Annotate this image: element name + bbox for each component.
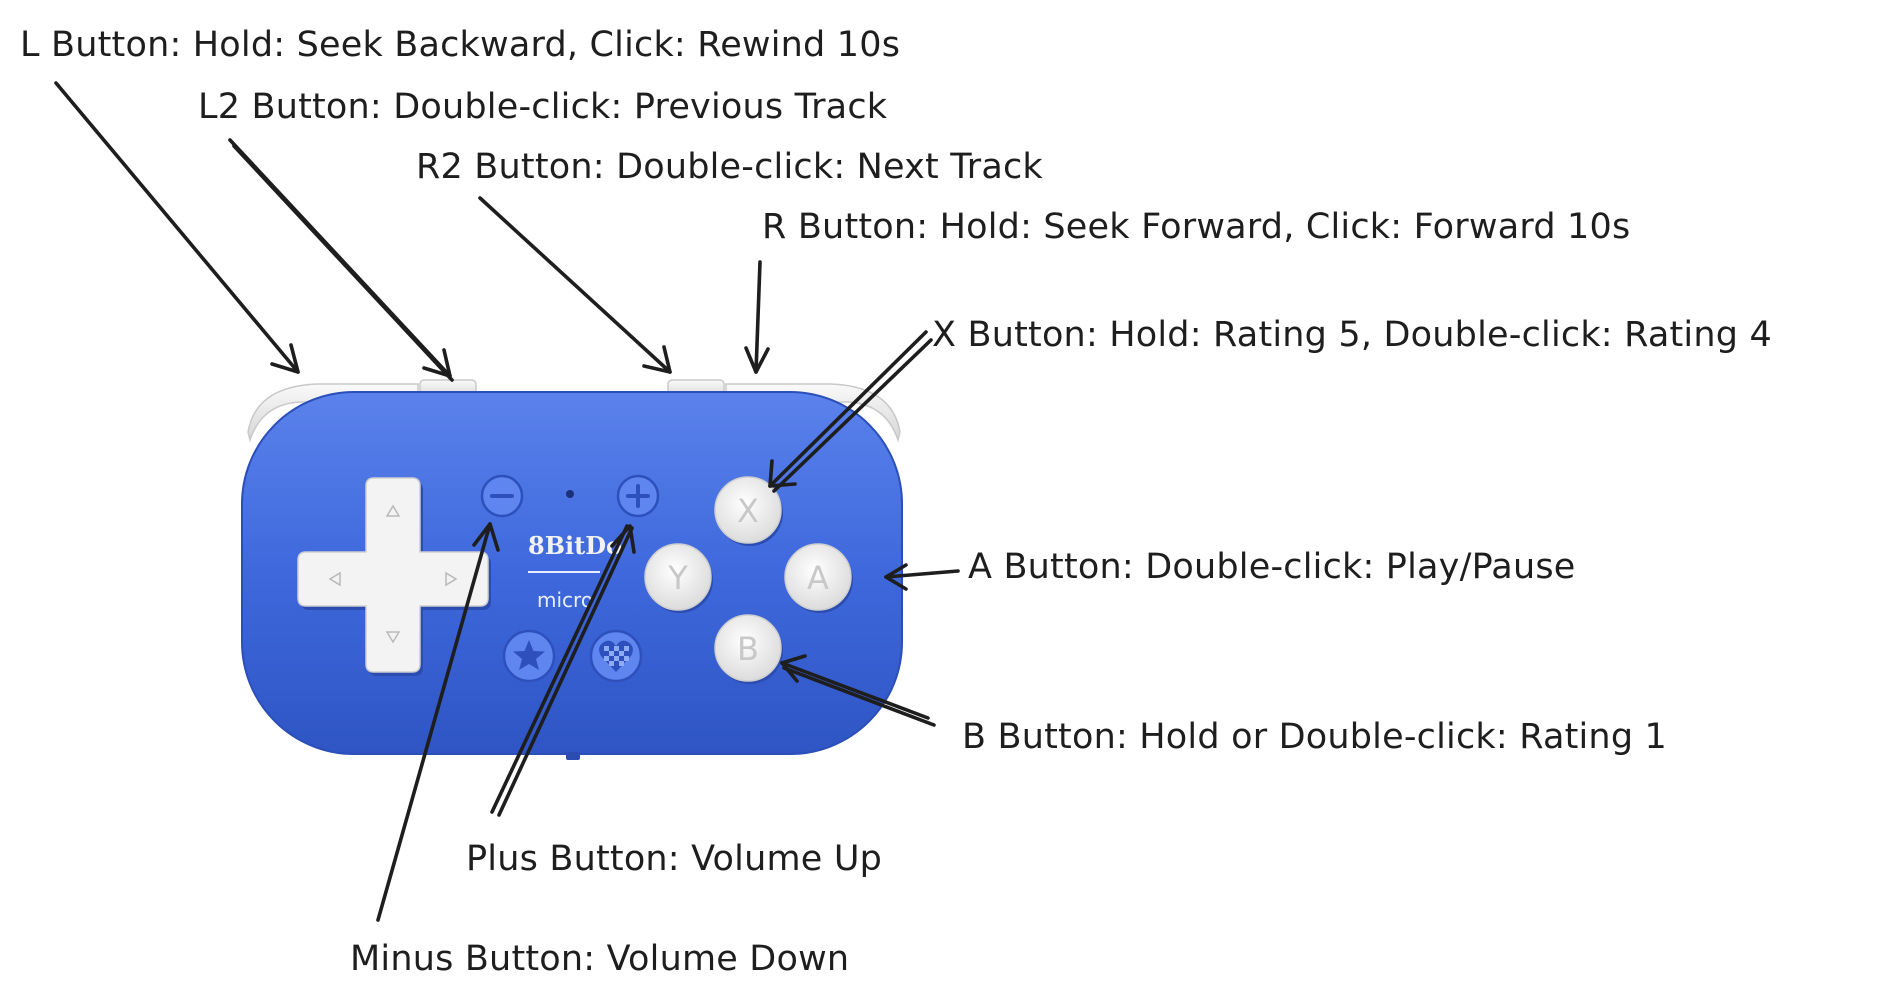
label-a-button: A Button: Double-click: Play/Pause (968, 547, 1576, 587)
brand-logo: 8BitDo (528, 531, 622, 560)
svg-text:Y: Y (667, 559, 688, 597)
label-l2-button: L2 Button: Double-click: Previous Track (198, 87, 888, 127)
arrow-b-button (780, 654, 936, 727)
status-led (566, 490, 574, 498)
arrow-l-button (54, 81, 300, 374)
label-r2-button: R2 Button: Double-click: Next Track (416, 147, 1043, 187)
a-button: A (784, 543, 853, 613)
svg-text:A: A (807, 559, 829, 597)
dpad (297, 477, 491, 676)
star-button (502, 629, 556, 683)
dpad-right-arrow-icon (445, 571, 458, 587)
model-name: micro (537, 588, 593, 612)
label-l-button: L Button: Hold: Seek Backward, Click: Re… (20, 25, 901, 65)
label-x-button: X Button: Hold: Rating 5, Double-click: … (932, 315, 1772, 355)
arrow-plus-button (490, 524, 636, 817)
heart-checker-pattern (604, 646, 629, 666)
dpad-down-arrow-icon (385, 631, 401, 644)
arrow-a-button (884, 563, 960, 591)
label-b-button: B Button: Hold or Double-click: Rating 1 (962, 717, 1668, 757)
dpad-left-arrow-icon (328, 571, 341, 587)
heart-button (589, 629, 643, 683)
arrow-l2-button (228, 138, 454, 382)
arrow-x-button (768, 330, 933, 493)
label-plus-button: Plus Button: Volume Up (466, 839, 883, 879)
dpad-up-arrow-icon (385, 504, 401, 517)
plus-button (616, 474, 660, 518)
x-button: X (714, 476, 783, 546)
arrow-minus-button (376, 522, 500, 922)
label-minus-button: Minus Button: Volume Down (350, 939, 850, 979)
label-r-button: R Button: Hold: Seek Forward, Click: For… (762, 207, 1631, 247)
arrow-r-button (744, 260, 770, 374)
b-button: B (714, 614, 783, 684)
svg-text:B: B (737, 630, 759, 668)
y-button: Y (644, 543, 713, 613)
arrow-r2-button (478, 196, 672, 374)
star-icon (513, 640, 545, 670)
usb-port (566, 752, 580, 760)
svg-text:X: X (737, 492, 759, 530)
minus-button (480, 474, 524, 518)
